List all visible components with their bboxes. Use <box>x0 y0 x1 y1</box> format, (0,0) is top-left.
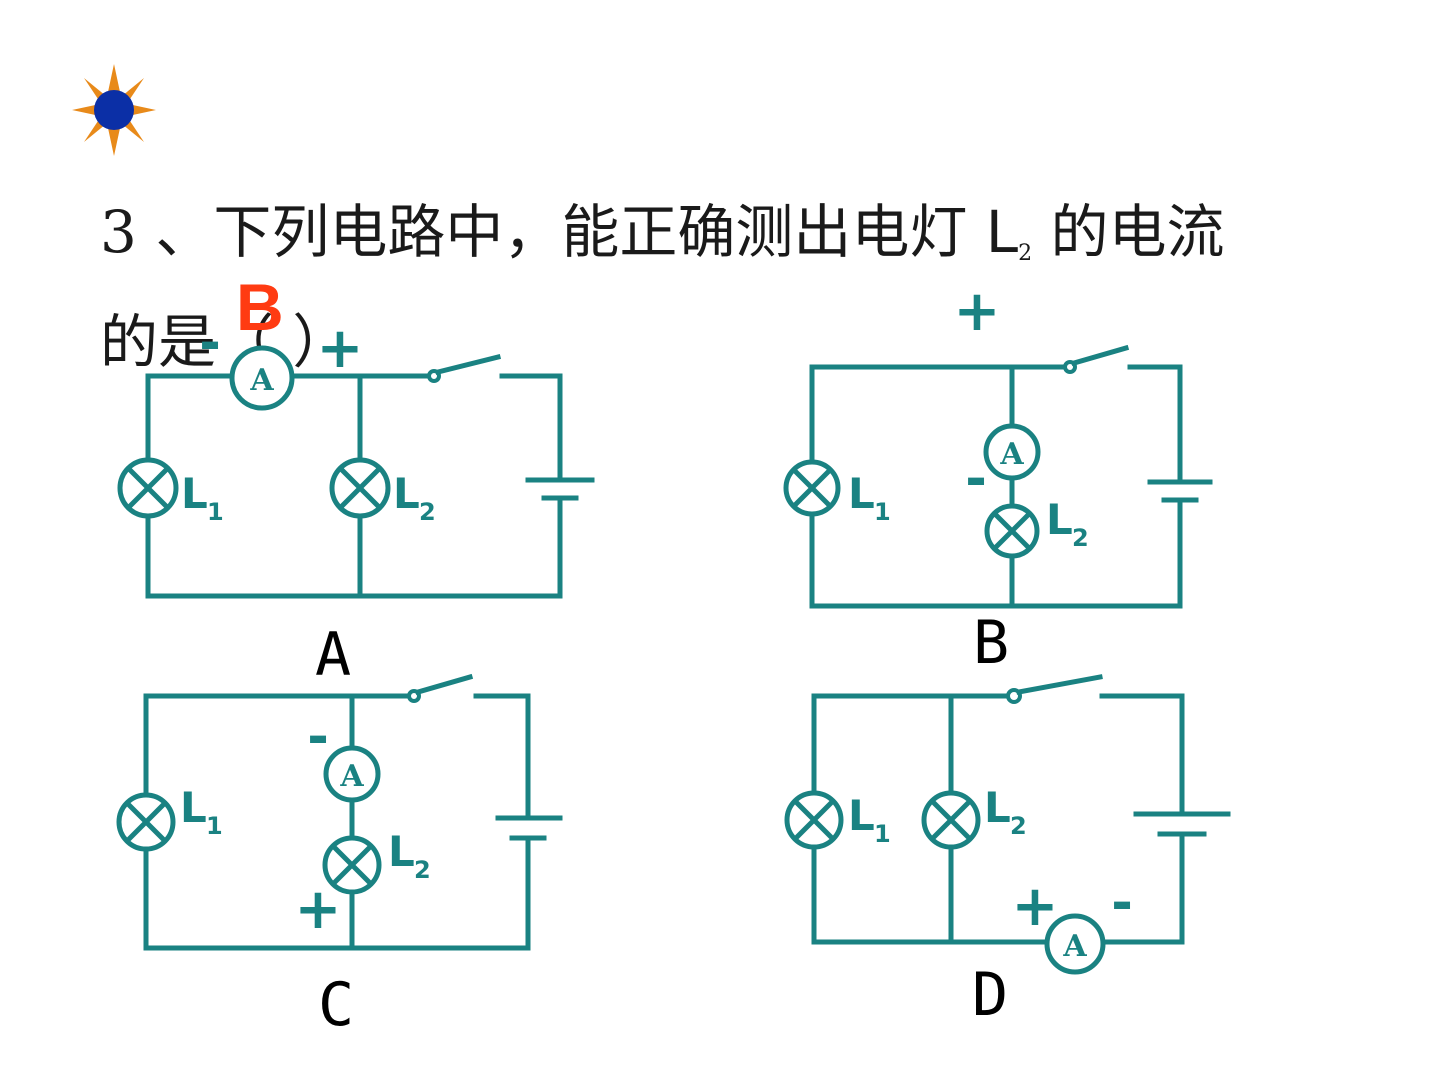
ammeter-b: A <box>983 423 1041 481</box>
lamp-label: L <box>1046 495 1073 544</box>
lamp-label: L <box>388 827 415 876</box>
lamp-label: L <box>181 469 208 518</box>
lamp-subscript: 2 <box>1018 241 1033 266</box>
lamp-label: L <box>984 783 1011 832</box>
lamp-label: L <box>180 783 207 832</box>
ammeter-label: A <box>1062 929 1087 964</box>
ammeter-minus-sign: - <box>1111 873 1133 933</box>
battery-c <box>495 815 563 841</box>
switch-b <box>1063 344 1130 374</box>
circuit-d: L 1 L 2 + - A D <box>784 674 1231 1030</box>
ammeter-plus-sign: + <box>954 279 1001 344</box>
switch-d <box>1006 674 1103 704</box>
lamp-symbol: L <box>985 198 1019 266</box>
ammeter-minus-sign: - <box>965 449 987 509</box>
sun-icon <box>72 64 156 156</box>
lamp-l1-a <box>117 457 179 519</box>
ammeter-plus-sign: + <box>295 877 342 942</box>
circuit-b: + A - L 1 L 2 B <box>783 279 1213 678</box>
lamp-label: L <box>848 791 875 840</box>
ammeter-plus-sign: + <box>317 316 364 381</box>
ammeter-d: A <box>1044 913 1106 975</box>
ammeter-a: A <box>229 345 295 411</box>
circuit-c: - A L 1 L 2 + C <box>116 673 563 1040</box>
switch-a <box>427 353 502 383</box>
lamp-l1-b <box>783 459 841 517</box>
question-line-1: 3 、下列电路中，能正确测出电灯 L2 的电流 <box>100 188 1400 298</box>
lamp-subscript: 1 <box>206 812 223 840</box>
lamp-l2-d <box>921 790 981 850</box>
ammeter-label: A <box>249 363 274 398</box>
answer-mark: B <box>236 270 284 344</box>
ammeter-minus-sign: - <box>307 707 329 767</box>
battery-a <box>525 477 595 501</box>
lamp-l1-d <box>784 790 844 850</box>
lamp-subscript: 1 <box>874 820 891 848</box>
question-line-2: 的是（ ） <box>100 308 351 376</box>
ammeter-label: A <box>999 437 1024 472</box>
ammeter-c: A <box>323 745 381 803</box>
question-suffix: 的电流 <box>1032 198 1225 266</box>
lamp-subscript: 2 <box>1010 812 1027 840</box>
caption-b: B <box>973 608 1009 678</box>
ammeter-minus-sign: - <box>199 313 221 373</box>
question-prefix: 3 、下列电路中，能正确测出电灯 <box>100 198 986 266</box>
lamp-l2-a <box>329 457 391 519</box>
lamp-l2-c <box>322 835 382 895</box>
lamp-label: L <box>393 469 420 518</box>
battery-d <box>1133 811 1231 837</box>
caption-c: C <box>318 970 354 1040</box>
question-text: 3 、下列电路中，能正确测出电灯 L2 的电流 的是（ ） <box>100 188 1400 386</box>
caption-d: D <box>972 960 1008 1030</box>
caption-a: A <box>315 620 351 690</box>
battery-b <box>1147 479 1213 503</box>
lamp-subscript: 1 <box>207 498 224 526</box>
lamp-subscript: 1 <box>874 498 891 526</box>
lamp-l2-b <box>984 503 1040 559</box>
circuit-a: A - + L 1 L 2 A <box>117 313 595 690</box>
lamp-label: L <box>848 469 875 518</box>
ammeter-label: A <box>339 759 364 794</box>
switch-c <box>407 673 474 703</box>
lamp-subscript: 2 <box>1072 524 1089 552</box>
lamp-subscript: 2 <box>414 856 431 884</box>
lamp-subscript: 2 <box>419 498 436 526</box>
lamp-l1-c <box>116 792 176 852</box>
